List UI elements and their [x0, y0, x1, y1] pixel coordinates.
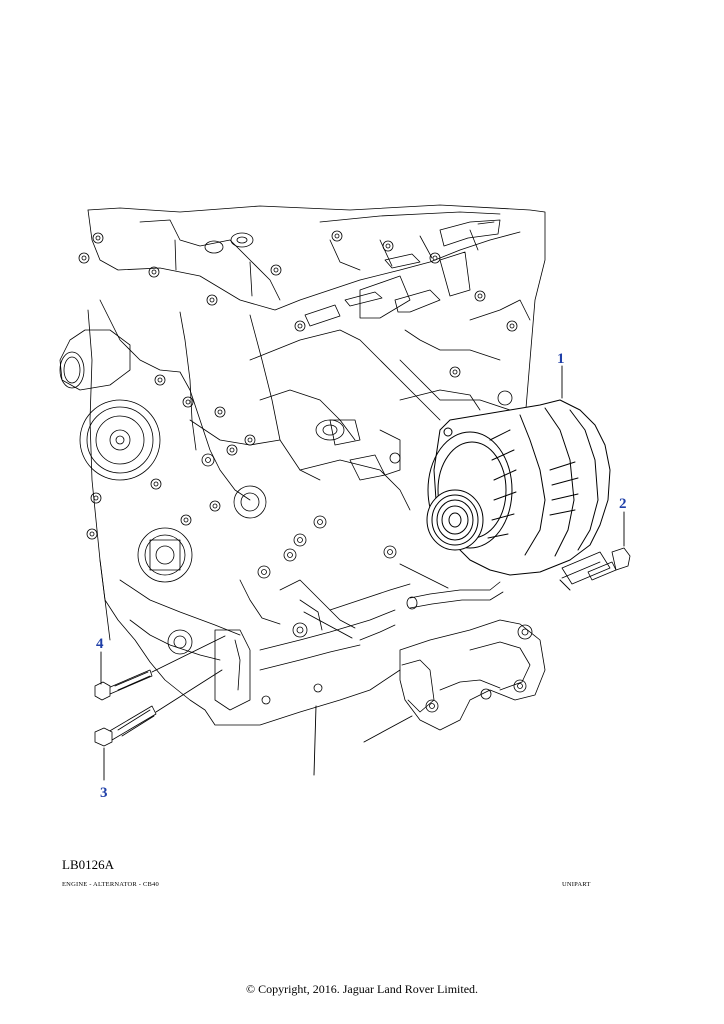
callout-4[interactable]: 4 [96, 636, 104, 652]
leader-lines [100, 365, 625, 781]
bolt-4 [94, 669, 153, 701]
drawing-code: LB0126A [62, 857, 114, 872]
callout-3[interactable]: 3 [100, 785, 108, 801]
footer-supplier: UNIPART [562, 881, 591, 888]
copyright-notice: © Copyright, 2016. Jaguar Land Rover Lim… [245, 982, 479, 996]
bolt-2 [561, 547, 631, 585]
footer-caption: ENGINE - ALTERNATOR - CB40 [62, 881, 159, 888]
callout-2[interactable]: 2 [619, 496, 627, 512]
bolt-3 [94, 705, 157, 747]
callout-1[interactable]: 1 [557, 351, 565, 367]
alternator [426, 399, 611, 576]
engine-block [59, 204, 546, 731]
